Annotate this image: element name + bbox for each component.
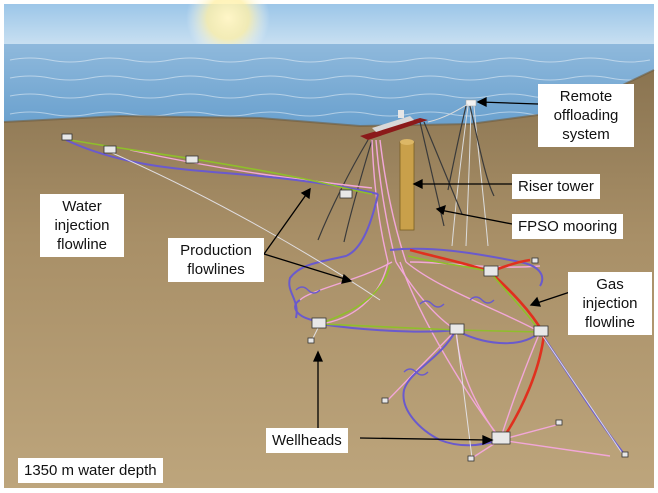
fpso-vessel (360, 110, 428, 140)
offloading-lines (427, 103, 489, 247)
label-gas-injection-flowline: Gas injection flowline (568, 272, 652, 335)
seabed (4, 70, 654, 488)
riser-tower-top (400, 139, 414, 145)
offloading-buoy (465, 99, 477, 107)
label-fpso-mooring: FPSO mooring (512, 214, 624, 239)
label-remote-offloading-system: Remote offloading system (538, 84, 634, 147)
label-water-depth: 1350 m water depth (18, 458, 163, 483)
jumper-lines (295, 286, 495, 376)
connector-lines (69, 139, 541, 333)
riser-tower (399, 141, 415, 231)
callout-arrows (263, 96, 571, 450)
label-water-injection-flowline: Water injection flowline (40, 194, 124, 257)
wellhead-structures (61, 133, 629, 462)
label-riser-tower: Riser tower (512, 174, 600, 199)
label-production-flowlines: Production flowlines (168, 238, 264, 282)
label-wellheads: Wellheads (266, 428, 348, 453)
